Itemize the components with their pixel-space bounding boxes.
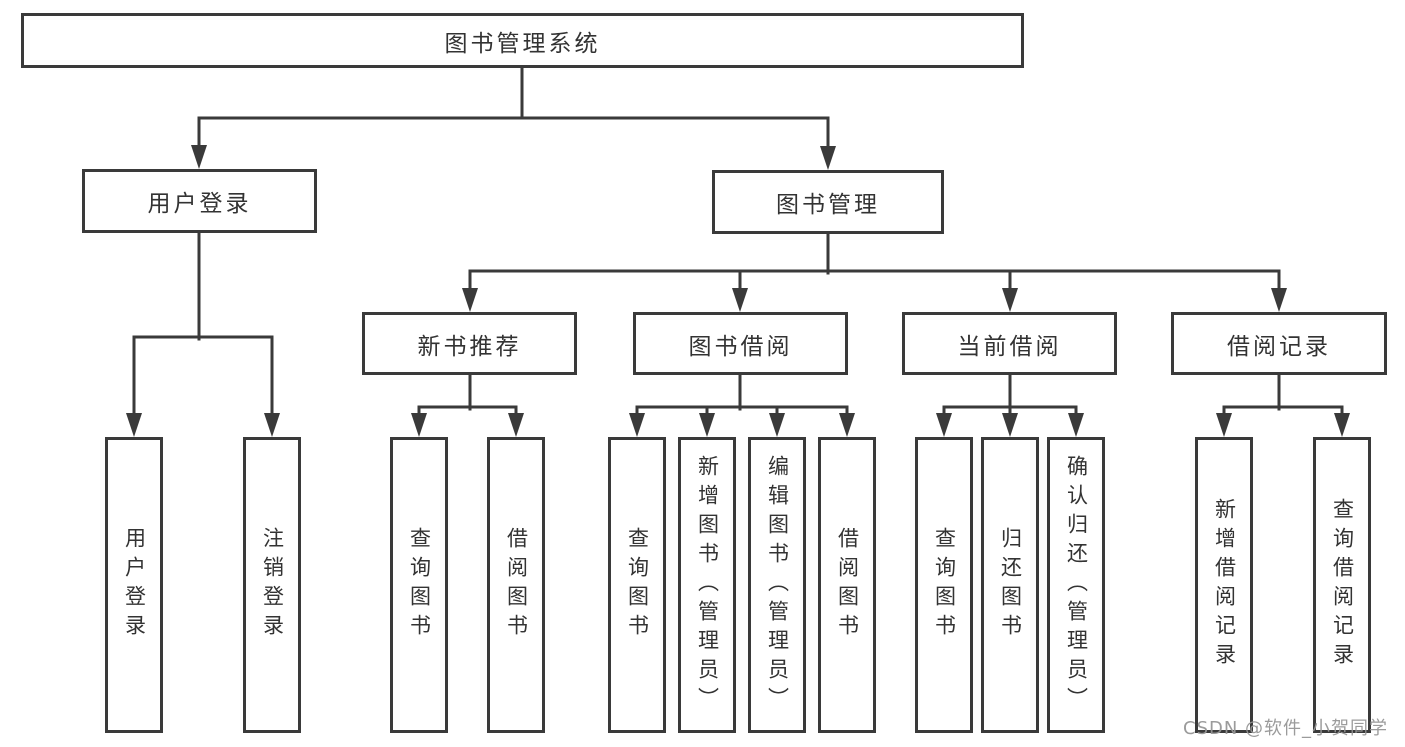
leaf-borrow-edit-books-admin: 编辑图书（管理员） [748, 437, 806, 733]
leaf-logout: 注销登录 [243, 437, 301, 733]
node-label: 新书推荐 [417, 333, 522, 360]
csdn-watermark: CSDN @软件_小贺同学 [1183, 718, 1389, 739]
leaf-label: 新增图书（管理员） [695, 454, 720, 716]
leaf-borrow-query-books: 查询图书 [608, 437, 666, 733]
leaf-label: 归还图书 [998, 527, 1023, 643]
leaf-label: 查询图书 [932, 527, 957, 643]
node-label: 图书管理 [776, 192, 880, 218]
node-book-management: 图书管理 [712, 170, 944, 234]
leaf-records-add-record: 新增借阅记录 [1195, 437, 1253, 733]
leaf-label: 注销登录 [260, 527, 285, 643]
leaf-label: 借阅图书 [835, 527, 860, 643]
node-label: 当前借阅 [957, 333, 1062, 360]
leaf-label: 用户登录 [122, 527, 147, 643]
leaf-borrow-add-books-admin: 新增图书（管理员） [678, 437, 736, 733]
node-borrowing-records: 借阅记录 [1171, 312, 1387, 375]
node-new-book-recommend: 新书推荐 [362, 312, 577, 375]
leaf-rec-query-books: 查询图书 [390, 437, 448, 733]
leaf-borrow-borrow-books: 借阅图书 [818, 437, 876, 733]
leaf-current-confirm-return-admin: 确认归还（管理员） [1047, 437, 1105, 733]
leaf-current-query-books: 查询图书 [915, 437, 973, 733]
leaf-label: 查询图书 [407, 527, 432, 643]
node-book-borrowing: 图书借阅 [633, 312, 848, 375]
leaf-label: 查询图书 [625, 527, 650, 643]
leaf-user-login: 用户登录 [105, 437, 163, 733]
leaf-label: 编辑图书（管理员） [765, 454, 790, 716]
leaf-rec-borrow-books: 借阅图书 [487, 437, 545, 733]
leaf-records-query-record: 查询借阅记录 [1313, 437, 1371, 733]
leaf-label: 确认归还（管理员） [1064, 454, 1089, 716]
leaf-label: 新增借阅记录 [1212, 498, 1237, 672]
node-user-login: 用户登录 [82, 169, 317, 233]
node-library-system: 图书管理系统 [21, 13, 1024, 68]
leaf-label: 借阅图书 [504, 527, 529, 643]
node-label: 用户登录 [147, 191, 252, 217]
node-label: 图书借阅 [688, 333, 793, 360]
leaf-current-return-books: 归还图书 [981, 437, 1039, 733]
node-label: 借阅记录 [1227, 333, 1331, 360]
node-label: 图书管理系统 [444, 30, 601, 57]
node-current-borrowing: 当前借阅 [902, 312, 1117, 375]
leaf-label: 查询借阅记录 [1330, 498, 1355, 672]
